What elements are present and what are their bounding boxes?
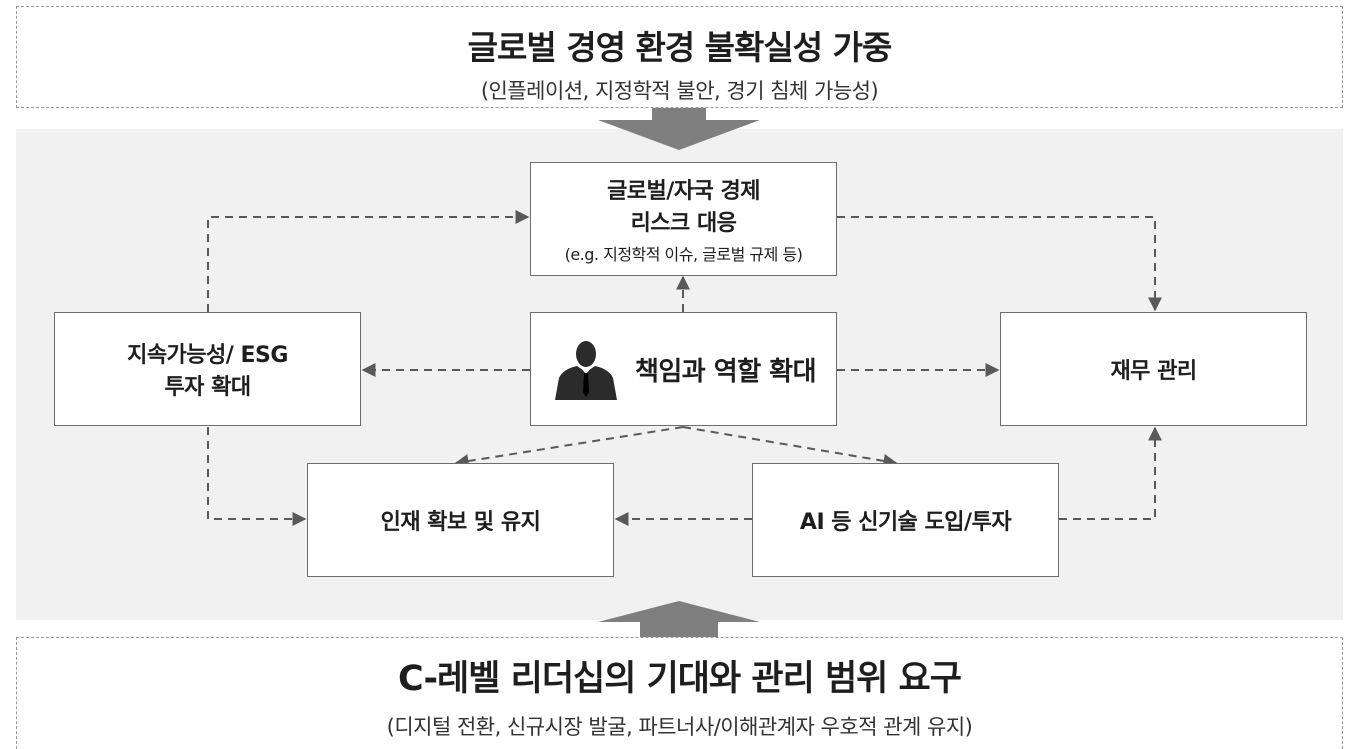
node-ai-label: AI 등 신기술 도입/투자 — [799, 510, 1012, 535]
node-economic-risk: 글로벌/자국 경제 리스크 대응 (e.g. 지정학적 이슈, 글로벌 규제 등… — [530, 162, 837, 276]
top-context-title: 글로벌 경영 환경 불확실성 가중 — [467, 28, 893, 67]
node-financial-management: 재무 관리 — [1000, 312, 1307, 426]
node-finance-label: 재무 관리 — [1110, 359, 1197, 384]
node-center-label: 책임과 역할 확대 — [634, 356, 817, 387]
arrow-esg-to-risk — [207, 210, 530, 312]
top-context-box: 글로벌 경영 환경 불확실성 가중 (인플레이션, 지정학적 불안, 경기 침체… — [16, 6, 1343, 108]
arrow-center-to-talent — [454, 426, 684, 468]
businessman-icon — [554, 341, 617, 400]
node-talent-retention: 인재 확보 및 유지 — [307, 463, 614, 577]
node-risk-line2: 리스크 대응 — [630, 211, 737, 236]
arrow-ai-to-finance — [1059, 426, 1162, 520]
arrow-esg-to-talent — [207, 427, 307, 526]
top-down-block-arrow — [598, 108, 760, 150]
node-esg-line1: 지속가능성/ ESG — [127, 343, 288, 368]
node-risk-line1: 글로벌/자국 경제 — [607, 179, 760, 204]
node-esg-line2: 투자 확대 — [164, 375, 251, 400]
node-risk-note: (e.g. 지정학적 이슈, 글로벌 규제 등) — [564, 245, 803, 264]
node-talent-label: 인재 확보 및 유지 — [380, 510, 541, 535]
top-context-subtitle: (인플레이션, 지정학적 불안, 경기 침체 가능성) — [480, 79, 879, 103]
bottom-up-block-arrow — [598, 601, 760, 637]
node-responsibility-expansion: 책임과 역할 확대 — [530, 312, 837, 426]
arrow-risk-to-finance — [837, 216, 1162, 312]
node-ai-investment: AI 등 신기술 도입/투자 — [752, 463, 1059, 577]
node-esg-investment: 지속가능성/ ESG 투자 확대 — [54, 312, 361, 426]
bottom-context-title: C-레벨 리더십의 기대와 관리 범위 요구 — [398, 659, 962, 699]
arrow-center-to-ai — [682, 426, 898, 468]
bottom-context-box: C-레벨 리더십의 기대와 관리 범위 요구 (디지털 전환, 신규시장 발굴,… — [16, 637, 1343, 749]
bottom-context-subtitle: (디지털 전환, 신규시장 발굴, 파트너사/이해관계자 우호적 관계 유지) — [386, 715, 973, 739]
